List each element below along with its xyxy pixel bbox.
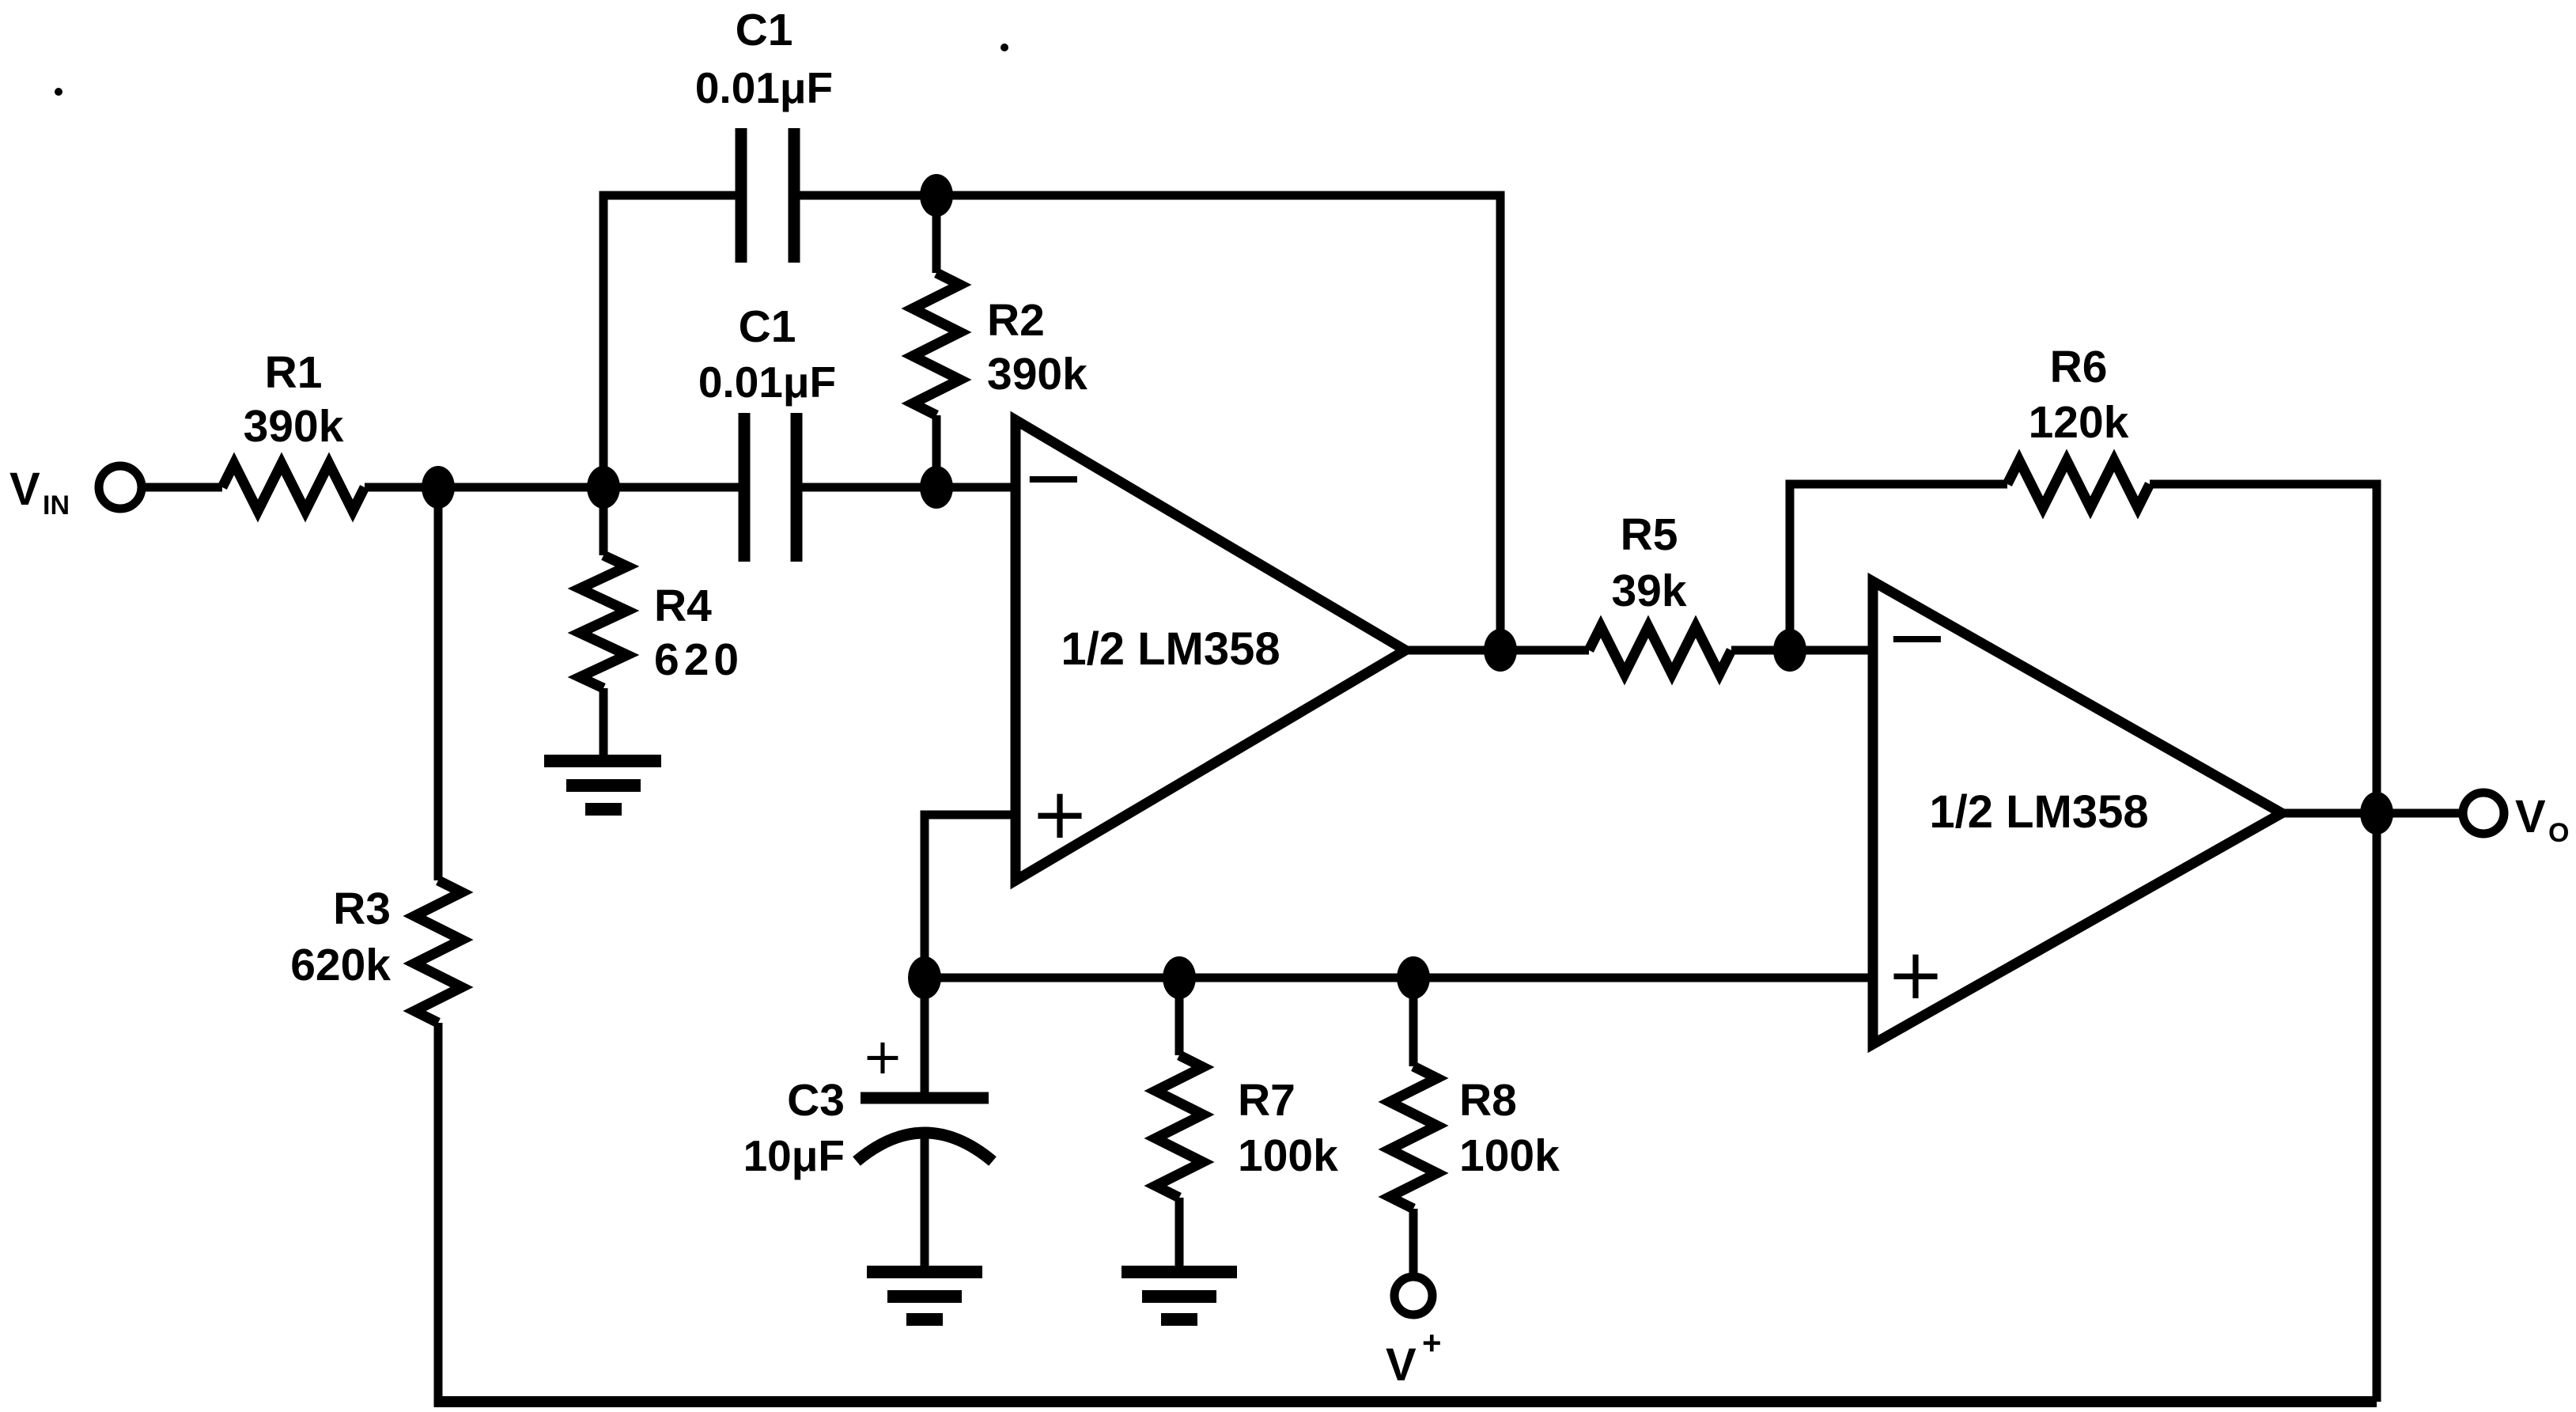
capacitor-c1-top: C1 0.01μF [695,5,833,263]
junction-dot-r3-node [422,466,455,509]
resistor-r4-value: 620 [654,634,743,685]
opamp-1: − + 1/2 LM358 [1010,411,1416,890]
junction-dot-vout-node [2360,792,2393,835]
resistor-r3: R3 620k [290,876,474,1028]
resistor-r3-ref: R3 [333,884,391,934]
resistor-r6: R6 120k [2003,342,2154,520]
resistor-r3-value: 620k [290,940,391,990]
vplus-label: V [1386,1339,1417,1391]
terminal-vout: V O [2458,788,2569,848]
resistor-r1-value: 390k [244,401,344,452]
opamp-2-inverting-mark: − [1886,592,1949,681]
opamp-1-noninverting-mark: + [1031,773,1089,854]
ground-r4 [544,755,661,816]
junction-dot-inverting-input-1 [920,466,953,509]
resistor-r7-body [1144,1050,1215,1202]
junction-dot-r4-node [587,466,620,509]
resistor-r8: R8 100k [1378,1062,1560,1213]
wire-noninv1-to-bias [920,810,1016,978]
resistor-r2-value: 390k [987,349,1088,399]
vplus-label-superscript: + [1422,1324,1442,1361]
resistor-r4-ref: R4 [654,581,712,631]
resistor-r3-body [403,876,474,1028]
vout-label-subscript: O [2548,818,2569,848]
resistor-r8-value: 100k [1459,1130,1560,1181]
resistor-r5: R5 39k [1584,509,1736,686]
junctions [422,174,2393,999]
ground-r7 [1122,1266,1237,1326]
ink-specks [55,44,1008,96]
resistor-r5-ref: R5 [1621,509,1678,560]
resistor-r2: R2 390k [901,268,1088,420]
opamp-2: − + 1/2 LM358 [1867,572,2293,1054]
wire-r6-feedback-right [2150,479,2381,1402]
resistor-r1: R1 390k [218,347,369,523]
resistor-r8-ref: R8 [1459,1075,1517,1126]
opamp-2-noninverting-mark: + [1886,933,1945,1015]
capacitor-c3: + C3 10μF [743,1028,997,1180]
terminal-vin: V IN [9,461,146,521]
resistor-r7-value: 100k [1238,1130,1338,1181]
terminal-vplus: V + [1386,1272,1442,1391]
ink-speck [55,88,62,96]
capacitor-c1-series-ref: C1 [739,301,796,352]
capacitor-c1-series-value: 0.01μF [698,358,836,407]
resistor-r7-ref: R7 [1238,1075,1296,1126]
wire-top-feedback-left [599,191,741,487]
resistor-r1-ref: R1 [265,347,323,398]
resistor-r7: R7 100k [1144,1050,1338,1202]
vout-terminal-circle [2458,788,2509,838]
resistor-r2-body [901,268,972,420]
resistor-r5-value: 39k [1611,566,1686,616]
junction-dot-c1-r2-top [920,174,953,217]
resistor-r6-ref: R6 [2050,342,2108,392]
ink-speck [1001,44,1008,51]
junction-dot-opamp1-output [1484,629,1517,672]
wire-r6-feedback-left [1785,479,2007,650]
vin-label-subscript: IN [43,490,70,521]
wire-top-feedback-right [794,191,1505,650]
capacitor-c3-value: 10μF [743,1131,845,1180]
vin-terminal-circle [94,461,146,513]
resistor-r2-ref: R2 [987,295,1045,346]
resistor-r8-body [1378,1062,1449,1213]
opamp-1-label: 1/2 LM358 [1061,623,1280,675]
resistor-r4-body [567,551,640,693]
opamp-2-label: 1/2 LM358 [1929,786,2148,838]
vout-label: V [2515,791,2546,842]
capacitor-c1-top-value: 0.01μF [695,63,833,112]
opamp-1-triangle [1010,411,1416,890]
resistor-r6-value: 120k [2029,397,2129,448]
capacitor-c3-plate-curved [853,1126,997,1166]
vplus-terminal-circle [1390,1272,1437,1319]
capacitor-c1-top-ref: C1 [736,5,793,55]
vin-label: V [9,464,40,515]
junction-dot-r7-node [1163,956,1196,999]
capacitor-c3-ref: C3 [787,1075,845,1126]
capacitor-c3-polarity-plus: + [862,1028,903,1085]
capacitor-c1-series: C1 0.01μF [698,301,836,562]
junction-dot-c3-node [908,956,941,999]
junction-dot-r5-r6-node [1773,629,1806,672]
junction-dot-r8-node [1397,956,1430,999]
resistor-r1-body [218,452,369,523]
opamp-2-triangle [1867,572,2293,1054]
ground-c3 [867,1266,982,1326]
resistor-r4: R4 620 [567,551,743,693]
resistor-r5-body [1584,615,1736,686]
opamp-1-inverting-mark: − [1022,433,1085,521]
resistor-r6-body [2003,449,2154,520]
